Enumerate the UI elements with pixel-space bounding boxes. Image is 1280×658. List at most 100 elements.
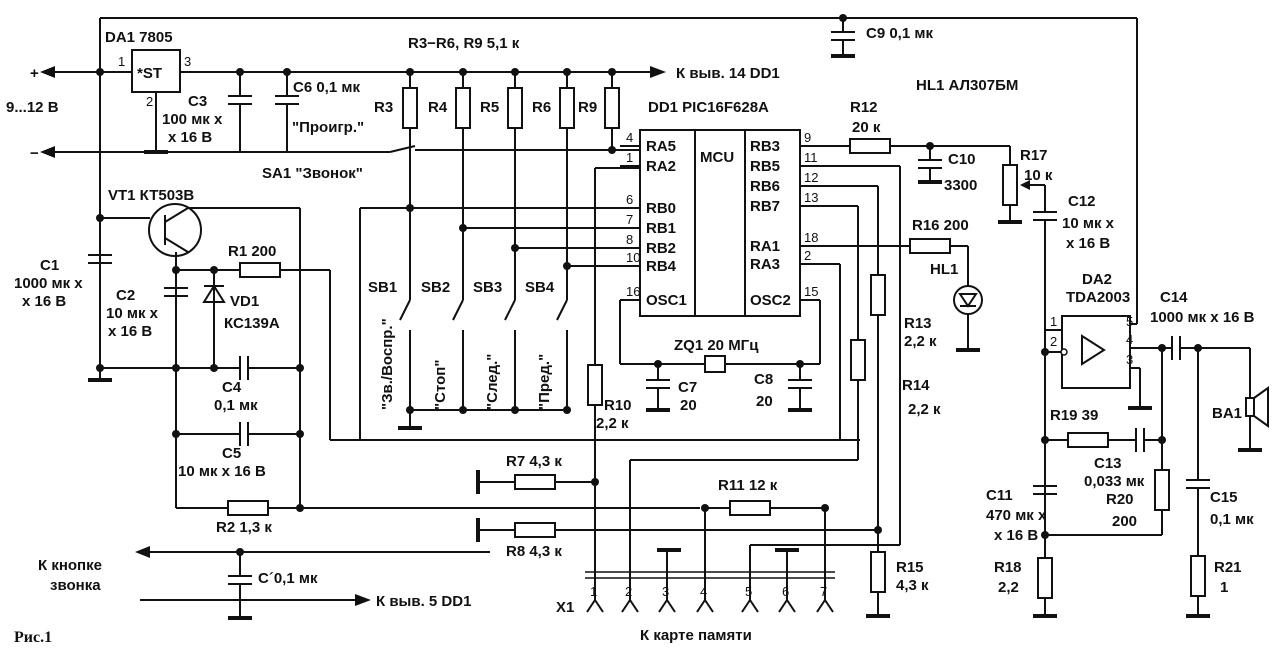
c13-value: 0,033 мк <box>1084 473 1145 490</box>
junction-dot <box>608 146 616 154</box>
da2-amplifier <box>1033 315 1269 618</box>
c11-value: 470 мк х <box>986 507 1047 524</box>
dd1-mcu <box>587 129 821 600</box>
x1-pin-fork <box>696 598 714 613</box>
mcu-right-pin-name: RA1 <box>750 238 780 255</box>
junction-dot <box>96 68 104 76</box>
labels: + − 9...12 В DA1 7805 *ST 1 2 3 C3 100 м… <box>6 25 1255 646</box>
junction-dot <box>563 406 571 414</box>
sa1-play-label: "Проигр." <box>292 119 364 136</box>
junction-dot <box>1041 531 1049 539</box>
mcu-right-pin-num: 18 <box>804 230 818 245</box>
zq1-label: ZQ1 20 МГц <box>674 337 759 354</box>
r9-label: R9 <box>578 99 597 116</box>
junction-dot <box>459 68 467 76</box>
r12-ref: R12 <box>850 99 878 116</box>
c12-ref: C12 <box>1068 193 1096 210</box>
c13-ref: C13 <box>1094 455 1122 472</box>
mcu-right-pin-name: RB5 <box>750 158 780 175</box>
r1-label: R1 200 <box>228 243 276 260</box>
r12-value: 20 к <box>852 119 881 136</box>
mcu-right-pin-num: 15 <box>804 284 818 299</box>
c2-value: 10 мк х <box>106 305 159 322</box>
x1-pin-number: 4 <box>700 584 707 599</box>
c9-label: C9 0,1 мк <box>866 25 933 42</box>
c1-value: 1000 мк х <box>14 275 83 292</box>
to-pin14: К выв. 14 DD1 <box>676 65 780 82</box>
mcu-left-pin-name: RA2 <box>646 158 676 175</box>
r18-ref: R18 <box>994 559 1022 576</box>
mcu-right-pin-num: 11 <box>804 150 818 165</box>
mcu-right-pin-num: 13 <box>804 190 818 205</box>
junction-dot <box>172 430 180 438</box>
mcu-left-pin-name: RA5 <box>646 138 676 155</box>
c6-label: C6 0,1 мк <box>293 79 360 96</box>
c2-rating: х 16 В <box>108 323 152 340</box>
da1-label: DA1 7805 <box>105 29 173 46</box>
r18-value: 2,2 <box>998 579 1019 596</box>
mcu-left-pin-name: RB2 <box>646 240 676 257</box>
mcu-right-pin-name: RA3 <box>750 256 780 273</box>
r2-label: R2 1,3 к <box>216 519 272 536</box>
c12-rating: х 16 В <box>1066 235 1110 252</box>
da2-pin3: 3 <box>1126 352 1133 367</box>
junction-dot <box>283 68 291 76</box>
x1-pin-number: 6 <box>782 584 789 599</box>
r6-label: R6 <box>532 99 551 116</box>
junction-dot <box>1041 348 1049 356</box>
r3-label: R3 <box>374 99 393 116</box>
c3-value: 100 мк х <box>162 111 223 128</box>
x1-pin-number: 1 <box>590 584 597 599</box>
r8-label: R8 4,3 к <box>506 543 562 560</box>
x1-pin-number: 5 <box>745 584 752 599</box>
junction-dot <box>406 406 414 414</box>
junction-dot <box>296 504 304 512</box>
junction-dot <box>701 504 709 512</box>
r7-label: R7 4,3 к <box>506 453 562 470</box>
c10-ref: C10 <box>948 151 976 168</box>
c8-ref: C8 <box>754 371 773 388</box>
x1-pin-fork <box>778 598 796 613</box>
da1-pin2: 2 <box>146 94 153 109</box>
mcu-right-pin-name: RB6 <box>750 178 780 195</box>
junction-dot <box>563 68 571 76</box>
junction-dot <box>821 504 829 512</box>
x1-label: X1 <box>556 599 574 616</box>
junction-dot <box>459 224 467 232</box>
junction-dot <box>172 364 180 372</box>
c10-value: 3300 <box>944 177 977 194</box>
ba1-label: BA1 <box>1212 405 1242 422</box>
mcu-left-pin-name: RB1 <box>646 220 676 237</box>
mcu-label: MCU <box>700 149 734 166</box>
junction-dot <box>459 406 467 414</box>
r10-value: 2,2 к <box>596 415 629 432</box>
c11-ref: C11 <box>986 487 1013 504</box>
button-ref: SB1 <box>368 279 397 296</box>
r11-label: R11 12 к <box>718 477 778 494</box>
r16-label: R16 200 <box>912 217 969 234</box>
c5-ref: C5 <box>222 445 241 462</box>
r17-value: 10 к <box>1024 167 1053 184</box>
mcu-left-pin-num: 7 <box>626 212 633 227</box>
connector-caption: К карте памяти <box>640 627 752 644</box>
c14-value: 1000 мк х 16 В <box>1150 309 1255 326</box>
junction-dot <box>1041 436 1049 444</box>
mcu-right-pin-name: RB3 <box>750 138 780 155</box>
hl1-label: HL1 <box>930 261 958 278</box>
mcu-right-pin-name: OSC2 <box>750 292 791 309</box>
da1-regulator <box>131 49 181 154</box>
junction-dot <box>96 364 104 372</box>
da1-pin1: 1 <box>118 54 125 69</box>
r14-value: 2,2 к <box>908 401 941 418</box>
cprime-label: C´0,1 мк <box>258 570 318 587</box>
junction-dot <box>591 478 599 486</box>
c1-ref: C1 <box>40 257 59 274</box>
junction-dot <box>796 360 804 368</box>
r15-value: 4,3 к <box>896 577 929 594</box>
mcu-left-pin-name: RB4 <box>646 258 677 275</box>
junction-dot <box>1158 436 1166 444</box>
junction-dot <box>608 68 616 76</box>
